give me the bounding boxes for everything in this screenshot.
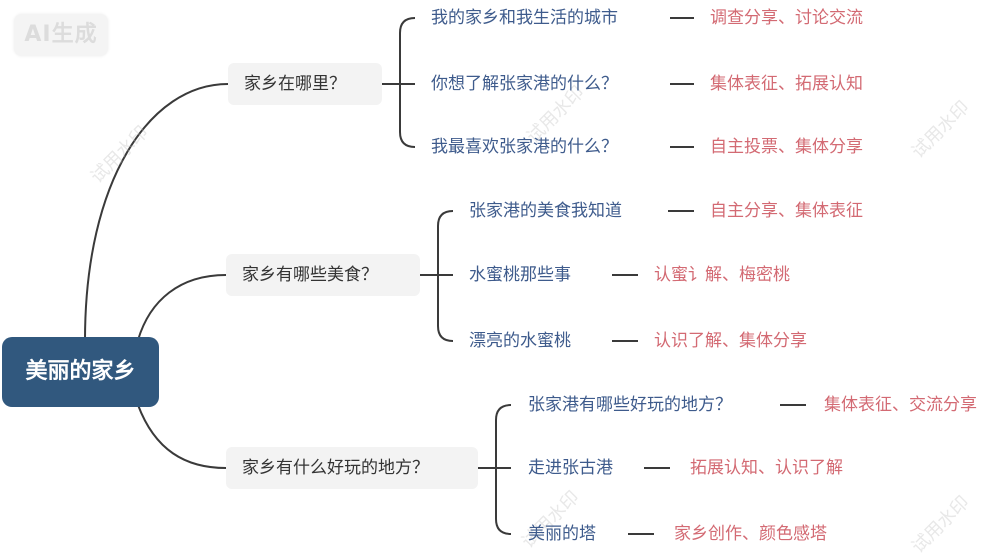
activity-1-1: 调查分享、讨论交流 bbox=[710, 8, 863, 28]
topic-3-2: 走进张古港 bbox=[528, 458, 613, 478]
connector-root-branch-3 bbox=[137, 404, 227, 469]
topic-3-3: 美丽的塔 bbox=[528, 524, 596, 544]
connector-root-branch-2 bbox=[137, 274, 227, 341]
branch-node-1[interactable]: 家乡在哪里？ bbox=[228, 63, 382, 105]
topic-1-3: 我最喜欢张家港的什么？ bbox=[431, 137, 618, 157]
activity-2-3: 认识了解、集体分享 bbox=[654, 331, 807, 351]
activity-2-2: 认蜜讠解、梅密桃 bbox=[654, 265, 790, 285]
activity-3-3: 家乡创作、颜色感塔 bbox=[674, 524, 827, 544]
topic-2-2: 水蜜桃那些事 bbox=[469, 265, 571, 285]
activity-3-2: 拓展认知、认识了解 bbox=[690, 458, 843, 478]
topic-1-2: 你想了解张家港的什么？ bbox=[431, 74, 618, 94]
root-node[interactable]: 美丽的家乡 bbox=[2, 337, 159, 407]
activity-1-3: 自主投票、集体分享 bbox=[710, 137, 863, 157]
branch-node-2[interactable]: 家乡有哪些美食？ bbox=[226, 254, 420, 296]
ai-generated-badge: AI生成 bbox=[14, 14, 108, 56]
topic-3-1: 张家港有哪些好玩的地方？ bbox=[528, 395, 732, 415]
activity-3-1: 集体表征、交流分享 bbox=[824, 395, 977, 415]
topic-2-3: 漂亮的水蜜桃 bbox=[469, 331, 571, 351]
branch-node-3[interactable]: 家乡有什么好玩的地方？ bbox=[226, 447, 478, 489]
activity-2-1: 自主分享、集体表征 bbox=[710, 201, 863, 221]
topic-1-1: 我的家乡和我生活的城市 bbox=[431, 8, 618, 28]
activity-1-2: 集体表征、拓展认知 bbox=[710, 74, 863, 94]
connector-root-branch-1 bbox=[84, 83, 229, 341]
topic-2-1: 张家港的美食我知道 bbox=[469, 201, 622, 221]
